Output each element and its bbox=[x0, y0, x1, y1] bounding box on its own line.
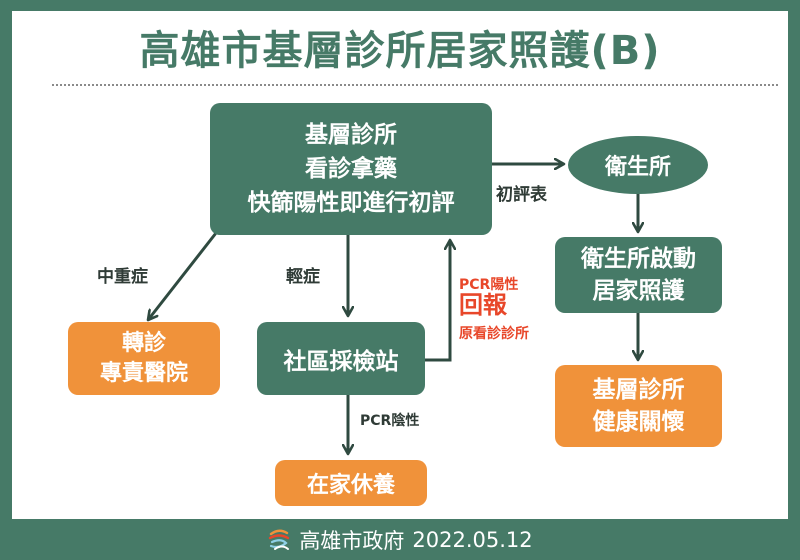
node-health-center-start: 衛生所啟動 居家照護 bbox=[555, 237, 722, 313]
footer: 高雄市政府 2022.05.12 bbox=[0, 519, 800, 560]
footer-date: 2022.05.12 bbox=[412, 527, 533, 552]
node-clinic-care-line1: 基層診所 bbox=[592, 377, 685, 403]
node-health-center-start-line2: 居家照護 bbox=[592, 278, 685, 304]
node-home-rest-label: 在家休養 bbox=[306, 473, 395, 498]
node-clinic-line3: 快篩陽性即進行初評 bbox=[247, 190, 455, 216]
node-clinic-care: 基層診所 健康關懷 bbox=[555, 365, 722, 447]
node-referral-line1: 轉診 bbox=[121, 330, 166, 356]
node-health-center-start-line1: 衛生所啟動 bbox=[581, 246, 696, 272]
node-community-test-station-label: 社區採檢站 bbox=[283, 348, 399, 375]
page-title: 高雄市基層診所居家照護(B) bbox=[139, 28, 661, 74]
node-clinic-line2: 看診拿藥 bbox=[305, 156, 397, 182]
node-clinic-line1: 基層診所 bbox=[305, 122, 397, 148]
label-pcr-positive: PCR陽性 bbox=[459, 277, 519, 293]
arrow-test-station-to-clinic bbox=[425, 240, 450, 362]
title-divider bbox=[52, 84, 778, 86]
arrow-clinic-to-referral bbox=[148, 232, 218, 320]
label-original-clinic: 原看診診所 bbox=[459, 326, 529, 342]
node-referral-line2: 專責醫院 bbox=[99, 360, 188, 386]
node-home-rest: 在家休養 bbox=[275, 460, 427, 506]
footer-org: 高雄市政府 bbox=[299, 528, 405, 553]
node-clinic: 基層診所 看診拿藥 快篩陽性即進行初評 bbox=[210, 103, 492, 235]
label-pcr-negative: PCR陰性 bbox=[360, 413, 420, 429]
label-moderate-severe: 中重症 bbox=[97, 267, 148, 287]
label-mild: 輕症 bbox=[286, 267, 320, 287]
node-referral: 轉診 專責醫院 bbox=[68, 322, 220, 395]
node-community-test-station: 社區採檢站 bbox=[257, 322, 425, 395]
label-initial-assessment-form: 初評表 bbox=[496, 185, 547, 205]
kaohsiung-city-logo-icon bbox=[269, 529, 290, 550]
label-report: 回報 bbox=[459, 291, 507, 319]
node-health-center: 衛生所 bbox=[568, 136, 708, 194]
node-clinic-care-line2: 健康關懷 bbox=[592, 409, 685, 435]
